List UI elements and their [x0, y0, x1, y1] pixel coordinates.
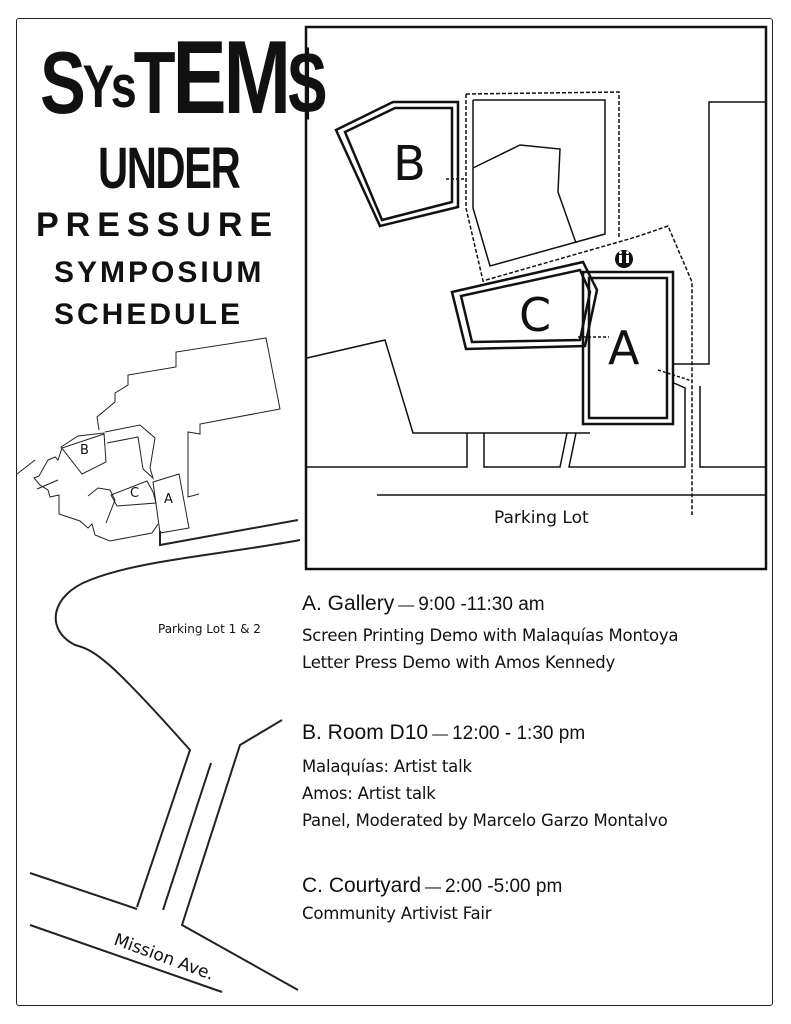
title-pressure: PRESSURE — [36, 206, 280, 244]
schedule-dash: — — [398, 597, 415, 614]
area-parking-label: Parking Lot 1 & 2 — [158, 622, 261, 636]
schedule-item: Screen Printing Demo with Malaquías Mont… — [302, 626, 679, 645]
title-letter: T — [133, 33, 176, 132]
schedule-location: B. Room D10 — [302, 721, 429, 744]
schedule-heading: C. Courtyard—2:00 -5:00 pm — [302, 874, 562, 898]
schedule-heading: B. Room D10—12:00 - 1:30 pm — [302, 721, 668, 745]
schedule-time: 9:00 -11:30 am — [418, 594, 545, 615]
area-map — [16, 337, 301, 993]
campus-building-b-label: B — [393, 136, 426, 192]
schedule-dash: — — [425, 879, 442, 896]
schedule-item: Community Artivist Fair — [302, 904, 492, 923]
area-building-b-label: B — [80, 443, 89, 458]
schedule-dash: — — [432, 726, 449, 743]
schedule-section-b: B. Room D10—12:00 - 1:30 pm Malaquías: A… — [302, 721, 668, 834]
campus-building-c-label: C — [519, 288, 552, 342]
title-letter: EM — [172, 20, 292, 136]
area-building-a-label: A — [164, 492, 173, 507]
schedule-location: C. Courtyard — [302, 874, 422, 897]
schedule-item: Amos: Artist talk — [302, 784, 436, 803]
schedule-item: Letter Press Demo with Amos Kennedy — [302, 653, 616, 672]
title-schedule: SCHEDULE — [54, 298, 244, 331]
title-letter: s — [110, 53, 137, 120]
schedule-item: Malaquías: Artist talk — [302, 757, 472, 776]
page-frame — [16, 18, 773, 1006]
schedule-heading: A. Gallery—9:00 -11:30 am — [302, 592, 678, 616]
area-building-c-label: C — [130, 486, 140, 501]
title-letter: S — [40, 33, 86, 132]
campus-parking-label: Parking Lot — [494, 508, 589, 528]
schedule-location: A. Gallery — [302, 592, 395, 615]
schedule-section-c: C. Courtyard—2:00 -5:00 pm Community Art… — [302, 874, 562, 927]
schedule-item: Panel, Moderated by Marcelo Garzo Montal… — [302, 811, 668, 830]
campus-map — [304, 25, 768, 571]
schedule-section-a: A. Gallery—9:00 -11:30 am Screen Printin… — [302, 592, 679, 676]
schedule-time: 2:00 -5:00 pm — [445, 876, 563, 897]
title-letter: Y — [82, 53, 114, 120]
schedule-time: 12:00 - 1:30 pm — [452, 723, 586, 744]
title-symposium: SYMPOSIUM — [54, 256, 265, 289]
campus-building-a-label: A — [608, 321, 640, 375]
title-under: UNDER — [98, 136, 241, 201]
restroom-icon — [615, 250, 633, 268]
